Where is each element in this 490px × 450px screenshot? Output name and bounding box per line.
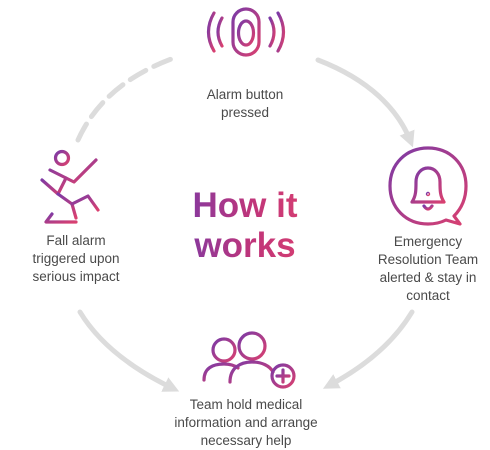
arrow-left-to-bottom [77, 309, 180, 392]
step-label-line: Fall alarm [46, 233, 106, 248]
step-label-line: contact [406, 288, 450, 303]
step-label-line: alerted & stay in [379, 270, 477, 285]
arrow-left-to-top-dashed [75, 55, 177, 143]
cycle-arrows [75, 55, 415, 392]
step-label-line: triggered upon [32, 251, 120, 266]
step-label-line: Emergency [393, 234, 463, 249]
step-label-line: Team hold medical [189, 397, 303, 412]
step-label-line: Resolution Team [377, 252, 479, 267]
alert-bell-icon [388, 146, 468, 226]
arrow-right-to-bottom [322, 309, 415, 389]
step-label-team-help: Team hold medical information and arrang… [160, 396, 332, 450]
step-label-alert-team: Emergency Resolution Team alerted & stay… [372, 233, 484, 305]
arrow-top-to-right [315, 57, 415, 148]
step-label-line: serious impact [32, 269, 120, 284]
step-label-line: necessary help [200, 433, 292, 448]
fall-person-icon [34, 149, 100, 224]
diagram-title: How it works [175, 186, 315, 266]
alarm-button-icon [206, 7, 286, 57]
step-label-fall-alarm: Fall alarm triggered upon serious impact [12, 232, 140, 286]
step-label-line: information and arrange [174, 415, 318, 430]
title-line-2: works [175, 226, 315, 266]
step-label-line: Alarm button [206, 87, 284, 102]
title-line-1: How it [175, 186, 315, 226]
step-label-line: pressed [220, 105, 270, 120]
team-add-icon [202, 331, 296, 389]
step-label-alarm-button: Alarm button pressed [175, 86, 315, 122]
